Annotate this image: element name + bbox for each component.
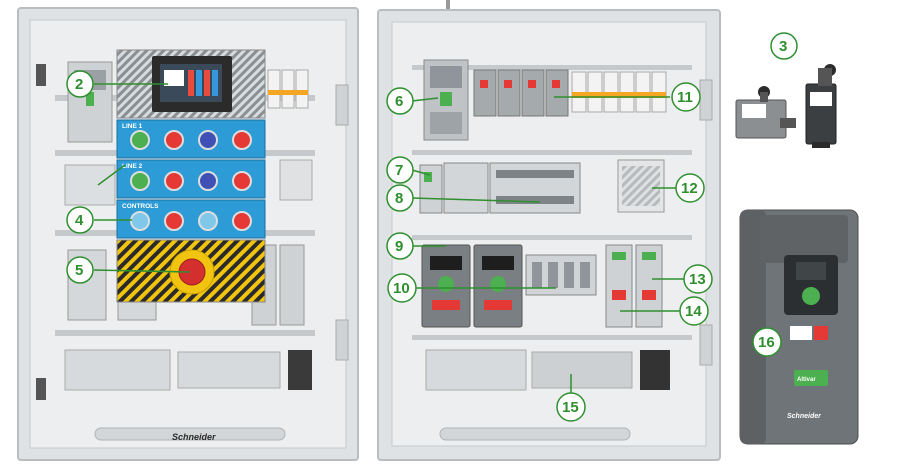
alarm-button-line-1	[232, 130, 252, 150]
plc-left	[64, 164, 116, 206]
panel-line-2: LINE 2	[116, 159, 266, 199]
callout-15-label: 15	[562, 399, 579, 416]
callout-6-label: 6	[395, 93, 403, 110]
panel-label-line-2: LINE 2	[122, 163, 143, 170]
altivar-drive: Altivar Schneider	[739, 209, 859, 445]
callout-12-label: 12	[681, 180, 698, 197]
motor-breakers	[473, 69, 569, 117]
mcb-row	[571, 71, 667, 113]
start-button-line-2	[130, 171, 150, 191]
callout-13: 13	[683, 264, 713, 294]
callout-9: 9	[386, 232, 414, 260]
main-circuit-breaker	[423, 59, 469, 141]
terminal-blocks-left	[64, 349, 312, 391]
callout-14-label: 14	[685, 303, 702, 320]
callout-16-label: 16	[758, 334, 775, 351]
callout-3-label: 3	[779, 38, 787, 55]
reset-button-line-1	[198, 130, 218, 150]
callout-4: 4	[66, 206, 94, 234]
contactors	[525, 254, 597, 296]
panel-label-line-1: LINE 1	[122, 123, 143, 130]
callout-16: 16	[752, 327, 782, 357]
control-stop-button-1	[164, 211, 184, 231]
callout-10-label: 10	[393, 280, 410, 297]
selector-button-1	[130, 211, 150, 231]
callout-14: 14	[679, 296, 709, 326]
callout-6: 6	[386, 87, 414, 115]
drive-jog-dial	[802, 287, 820, 305]
hinge-bottom	[36, 378, 46, 400]
reset-button-line-2	[198, 171, 218, 191]
callout-8: 8	[386, 184, 414, 212]
callout-12: 12	[675, 173, 705, 203]
callout-3: 3	[770, 32, 798, 60]
panel-controls: CONTROLS	[116, 199, 266, 239]
callout-2: 2	[66, 70, 94, 98]
limit-switches	[735, 64, 837, 148]
stop-button-line-1	[164, 130, 184, 150]
hinge-top	[36, 64, 46, 86]
callout-10: 10	[387, 273, 417, 303]
panel-line-1: LINE 1	[116, 119, 266, 159]
middle-cabinet	[377, 0, 721, 461]
plc-controller	[419, 162, 581, 214]
callout-13-label: 13	[689, 271, 706, 288]
start-button-line-1	[130, 130, 150, 150]
drive-brand: Schneider	[787, 413, 822, 420]
callout-15: 15	[556, 392, 586, 422]
callout-4-label: 4	[75, 212, 84, 229]
power-supply	[617, 159, 665, 213]
stop-button-line-2	[164, 171, 184, 191]
terminal-blocks	[425, 349, 670, 391]
callout-11: 11	[671, 82, 701, 112]
callout-7: 7	[386, 156, 414, 184]
alarm-button-line-2	[232, 171, 252, 191]
cabinet-brand-left: Schneider	[172, 432, 216, 442]
callout-5-label: 5	[75, 262, 83, 279]
power-supply-left	[279, 159, 313, 201]
panel-label-controls: CONTROLS	[122, 203, 159, 210]
control-stop-button-2	[232, 211, 252, 231]
drive-model-badge	[794, 370, 828, 386]
callout-11-label: 11	[677, 89, 693, 106]
selector-button-2	[198, 211, 218, 231]
left-cabinet: Schneider LINE 1 LINE 2 CONT	[17, 7, 359, 461]
leader-lines	[93, 83, 684, 393]
callout-2-label: 2	[75, 76, 83, 93]
callout-7-label: 7	[395, 162, 403, 179]
callout-9-label: 9	[395, 238, 403, 255]
callouts: 2 3 4 5 6 7 8 9 10 11 12 13 14 15 16	[66, 32, 798, 422]
mcb-row-left	[267, 69, 309, 109]
callout-8-label: 8	[395, 190, 403, 207]
drive-model-badge-label: Altivar	[797, 377, 816, 383]
callout-5: 5	[66, 256, 94, 284]
safety-relays	[605, 244, 663, 328]
